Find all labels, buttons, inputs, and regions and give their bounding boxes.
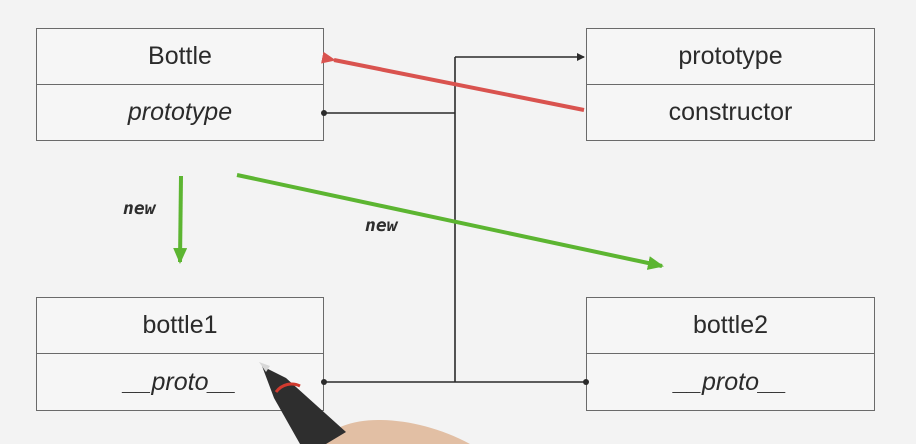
bottle2-proto-dot xyxy=(583,379,589,385)
bottle1-proto-dot xyxy=(321,379,327,385)
bottle-class-name: Bottle xyxy=(37,29,323,85)
bottle2-box: bottle2 __proto__ xyxy=(586,297,875,411)
prototype-link-lines xyxy=(324,53,586,383)
bottle1-proto-field: __proto__ xyxy=(123,367,237,396)
bottle-class-box: Bottle prototype xyxy=(36,28,324,141)
bottle-prototype-dot xyxy=(321,110,327,116)
prototype-object-name: prototype xyxy=(587,29,874,85)
constructor-arrow xyxy=(321,51,585,112)
new-label-left: new xyxy=(123,198,157,219)
prototype-object-box: prototype constructor xyxy=(586,28,875,141)
bottle2-name: bottle2 xyxy=(587,298,874,354)
pen-tip xyxy=(259,362,270,372)
new-arrow-bottle1 xyxy=(173,175,188,264)
new-arrow-bottle2 xyxy=(236,173,664,270)
hand-shape xyxy=(318,420,470,444)
bottle-class-prototype-field: prototype xyxy=(127,98,233,126)
pen-band xyxy=(274,382,301,393)
new-label-center: new xyxy=(365,215,399,236)
prototype-object-constructor-field: constructor xyxy=(668,98,793,126)
bottle2-proto-field: __proto__ xyxy=(674,367,787,396)
pen-and-hand xyxy=(259,362,470,444)
bottle1-name: bottle1 xyxy=(37,298,323,354)
pen-body xyxy=(262,366,346,444)
